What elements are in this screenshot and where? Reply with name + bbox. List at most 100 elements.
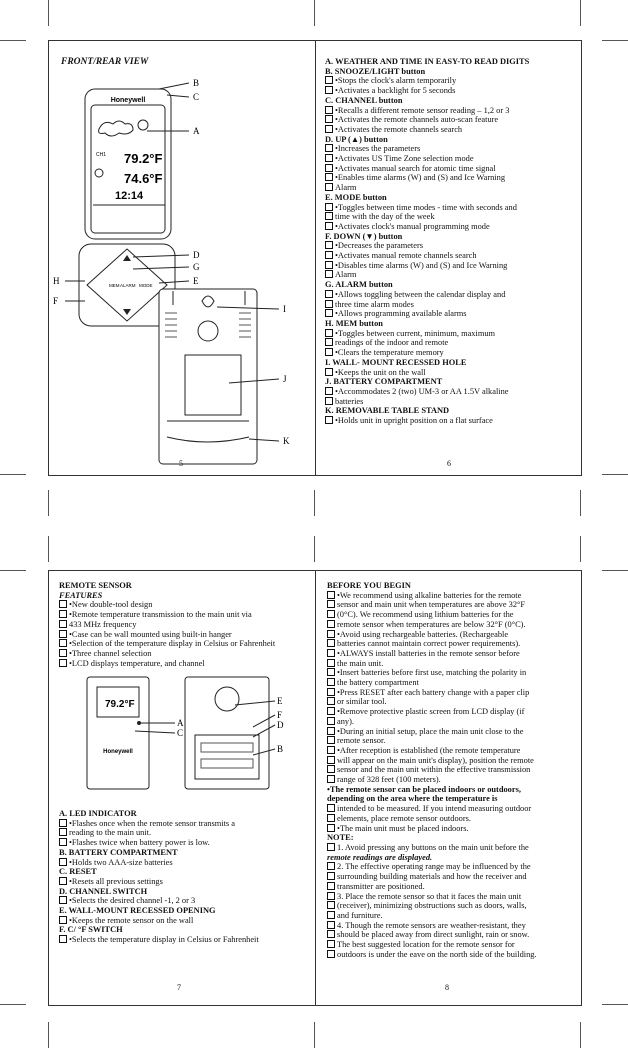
- crop-mark: [314, 0, 315, 26]
- bullet-line: The best suggested location for the remo…: [327, 940, 579, 950]
- checkbox-icon: [327, 804, 335, 813]
- line-text: B. BATTERY COMPARTMENT: [59, 847, 178, 857]
- line-text: •Holds unit in upright position on a fla…: [335, 416, 493, 426]
- line-text: •Activates manual search for atomic time…: [335, 163, 496, 173]
- sensor-callout-b: B: [277, 744, 283, 754]
- line-text: FEATURES: [59, 590, 103, 600]
- section-heading: F. DOWN (▼) button: [325, 232, 577, 242]
- line-text: •Selects the desired channel -1, 2 or 3: [69, 896, 196, 906]
- checkbox-icon: [59, 896, 67, 905]
- checkbox-icon: [327, 910, 335, 919]
- line-text: should be placed away from direct sunlig…: [337, 930, 530, 940]
- checkbox-icon: [325, 163, 333, 172]
- page-title: FRONT/REAR VIEW: [61, 57, 149, 67]
- section-heading: K. REMOVABLE TABLE STAND: [325, 406, 577, 416]
- main-unit-brand: Honeywell: [111, 97, 146, 104]
- checkbox-icon: [325, 183, 333, 192]
- line-text: E. MODE button: [325, 192, 387, 202]
- line-text: •Activates US Time Zone selection mode: [335, 154, 474, 164]
- checkbox-icon: [59, 639, 67, 648]
- checkbox-icon: [325, 154, 333, 163]
- line-text: •Stops the clock's alarm temporarily: [335, 76, 457, 86]
- bullet-line: will appear on the main unit's display),…: [327, 755, 579, 766]
- bullet-line: intended to be measured. If you intend m…: [327, 804, 579, 814]
- line-text: •Press RESET after each battery change w…: [337, 687, 530, 697]
- line-text: •Three channel selection: [69, 648, 152, 658]
- bullet-line: •Accommodates 2 (two) UM-3 or AA 1.5V al…: [325, 386, 577, 397]
- checkbox-icon: [59, 648, 67, 657]
- line-text: •Activates clock's manual programming mo…: [335, 221, 490, 231]
- checkbox-icon: [327, 842, 335, 851]
- line-text: reading to the main unit.: [69, 828, 152, 838]
- line-text: G. ALARM button: [325, 280, 393, 290]
- line-text: D. UP (▲) button: [325, 134, 388, 144]
- bullet-line: •Press RESET after each battery change w…: [327, 687, 579, 698]
- line-text: •Remote temperature transmission to the …: [69, 610, 252, 620]
- checkbox-icon: [327, 726, 335, 735]
- bullet-line: outdoors is under the eave on the north …: [327, 949, 579, 960]
- sensor-callout-c: C: [177, 728, 183, 738]
- callout-h: H: [53, 276, 60, 286]
- checkbox-icon: [327, 920, 335, 929]
- line-text: F. DOWN (▼) button: [325, 231, 403, 241]
- line-text: remote sensor.: [337, 736, 386, 746]
- bullet-line: •Allows programming available alarms: [325, 309, 577, 319]
- line-text: D. CHANNEL SWITCH: [59, 886, 148, 896]
- line-text: any).: [337, 716, 354, 726]
- crop-mark: [602, 40, 628, 41]
- line-text: Alarm: [335, 183, 357, 193]
- sensor-brand: Honeywell: [103, 749, 133, 755]
- checkbox-icon: [327, 881, 335, 890]
- sensor-display-temp: 79.2°F: [105, 699, 135, 710]
- crop-mark: [580, 536, 581, 562]
- bullet-line: •During an initial setup, place the main…: [327, 726, 579, 737]
- line-text: I. WALL- MOUNT RECESSED HOLE: [325, 357, 467, 367]
- crop-mark: [0, 40, 26, 41]
- checkbox-icon: [325, 115, 333, 124]
- section-heading: D. CHANNEL SWITCH: [59, 887, 309, 897]
- checkbox-icon: [59, 658, 67, 667]
- section-heading: E. WALL-MOUNT RECESSED OPENING: [59, 906, 309, 916]
- line-text: (receiver), minimizing obstructions such…: [337, 901, 527, 911]
- line-text: •Holds two AAA-size batteries: [69, 857, 173, 867]
- bullet-line: 433 MHz frequency: [59, 619, 309, 630]
- line-text: 3. Place the remote sensor so that it fa…: [337, 891, 522, 901]
- line-text: Alarm: [335, 270, 357, 280]
- section-heading: D. UP (▲) button: [325, 135, 577, 145]
- bullet-line: •Activates US Time Zone selection mode: [325, 154, 577, 164]
- checkbox-icon: [325, 144, 333, 153]
- bullet-line: any).: [327, 716, 579, 727]
- line-text: readings of the indoor and remote: [335, 338, 449, 348]
- checkbox-icon: [327, 658, 335, 667]
- bullet-line: •Flashes twice when battery power is low…: [59, 838, 309, 848]
- bullet-line: •Disables time alarms (W) and (S) and Ic…: [325, 260, 577, 271]
- line-text: the main unit.: [337, 658, 384, 668]
- line-text: J. BATTERY COMPARTMENT: [325, 377, 443, 387]
- section-heading: J. BATTERY COMPARTMENT: [325, 377, 577, 387]
- bullet-line: and furniture.: [327, 910, 579, 921]
- bullet-line: transmitter are positioned.: [327, 881, 579, 892]
- checkbox-icon: [327, 600, 335, 609]
- checkbox-icon: [59, 600, 67, 609]
- checkbox-icon: [59, 876, 67, 885]
- bullet-line: (receiver), minimizing obstructions such…: [327, 901, 579, 911]
- line-text: •Keeps the unit on the wall: [335, 367, 426, 377]
- bullet-line: •Remote temperature transmission to the …: [59, 610, 309, 620]
- section-heading: BEFORE YOU BEGIN: [327, 581, 579, 591]
- line-text: •Avoid using rechargeable batteries. (Re…: [337, 629, 509, 639]
- checkbox-icon: [325, 328, 333, 337]
- checkbox-icon: [327, 629, 335, 638]
- line-text: 2. The effective operating range may be …: [337, 862, 531, 872]
- page-7-parts: A. LED INDICATOR•Flashes once when the r…: [59, 809, 309, 945]
- bullet-line: batteries cannot maintain correct power …: [327, 639, 579, 649]
- line-text: 433 MHz frequency: [69, 619, 137, 629]
- line-text: •LCD displays temperature, and channel: [69, 658, 205, 668]
- checkbox-icon: [327, 610, 335, 619]
- page-number: 6: [447, 459, 451, 468]
- checkbox-icon: [325, 299, 333, 308]
- callout-i: I: [283, 304, 286, 314]
- line-text: •Disables time alarms (W) and (S) and Ic…: [335, 260, 508, 270]
- line-text: and furniture.: [337, 910, 383, 920]
- line-text: •The remote sensor can be placed indoors…: [327, 784, 521, 794]
